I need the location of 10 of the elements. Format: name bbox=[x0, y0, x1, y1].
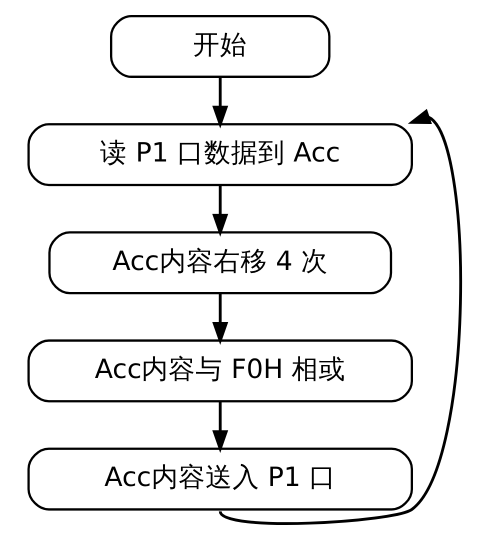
node-box: Acc内容送入 P1 口 bbox=[27, 448, 413, 511]
node-box: Acc内容与 F0H 相或 bbox=[27, 339, 413, 402]
node-box: 开始 bbox=[110, 14, 330, 78]
arrow bbox=[212, 76, 228, 129]
arrow bbox=[212, 293, 228, 345]
arrow bbox=[212, 401, 228, 453]
node-box: Acc内容右移 4 次 bbox=[48, 231, 392, 294]
arrow bbox=[219, 108, 462, 525]
node-box: 读 P1 口数据到 Acc bbox=[27, 123, 413, 186]
arrow bbox=[212, 185, 228, 237]
